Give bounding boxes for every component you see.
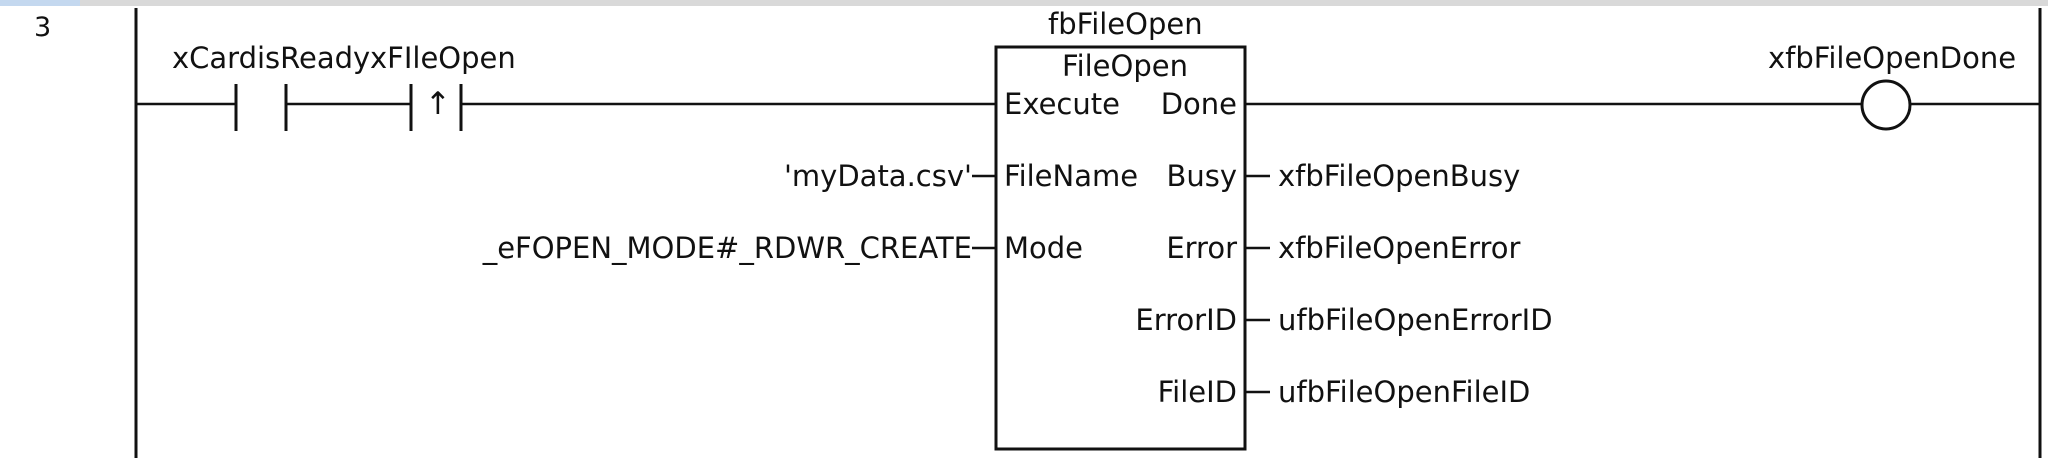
rung-number[interactable]: 3: [34, 12, 52, 43]
output-error-variable[interactable]: xfbFileOpenError: [1278, 231, 1521, 265]
top-border: [0, 0, 2048, 6]
fb-instance-name[interactable]: fbFileOpen: [1048, 7, 1203, 41]
pin-busy: Busy: [1166, 159, 1237, 193]
pin-done: Done: [1160, 87, 1237, 121]
pin-fileid: FileID: [1157, 375, 1237, 409]
pin-filename: FileName: [1004, 159, 1139, 193]
contact-1-variable[interactable]: xCardisReady: [172, 41, 371, 75]
top-selection-tab[interactable]: [0, 0, 80, 6]
coil-variable[interactable]: xfbFileOpenDone: [1768, 41, 2017, 75]
contact-2-variable[interactable]: xFIleOpen: [370, 41, 516, 75]
fb-type-name: FileOpen: [1062, 49, 1188, 83]
contact-xcardisready[interactable]: [234, 84, 288, 131]
input-mode-value[interactable]: _eFOPEN_MODE#_RDWR_CREATE: [482, 231, 972, 265]
pin-error: Error: [1166, 231, 1237, 265]
output-errorid-variable[interactable]: ufbFileOpenErrorID: [1278, 303, 1553, 337]
output-fileid-variable[interactable]: ufbFileOpenFileID: [1278, 375, 1531, 409]
pin-execute: Execute: [1004, 87, 1120, 121]
pin-mode: Mode: [1004, 231, 1084, 265]
input-filename-value[interactable]: 'myData.csv': [783, 159, 972, 193]
pin-errorid: ErrorID: [1135, 303, 1237, 337]
rising-edge-arrow-icon: ↑: [425, 86, 451, 122]
contact-xfileopen[interactable]: [409, 84, 463, 131]
output-busy-variable[interactable]: xfbFileOpenBusy: [1278, 159, 1521, 193]
coil-xfbfileopendone[interactable]: [1860, 79, 1912, 131]
